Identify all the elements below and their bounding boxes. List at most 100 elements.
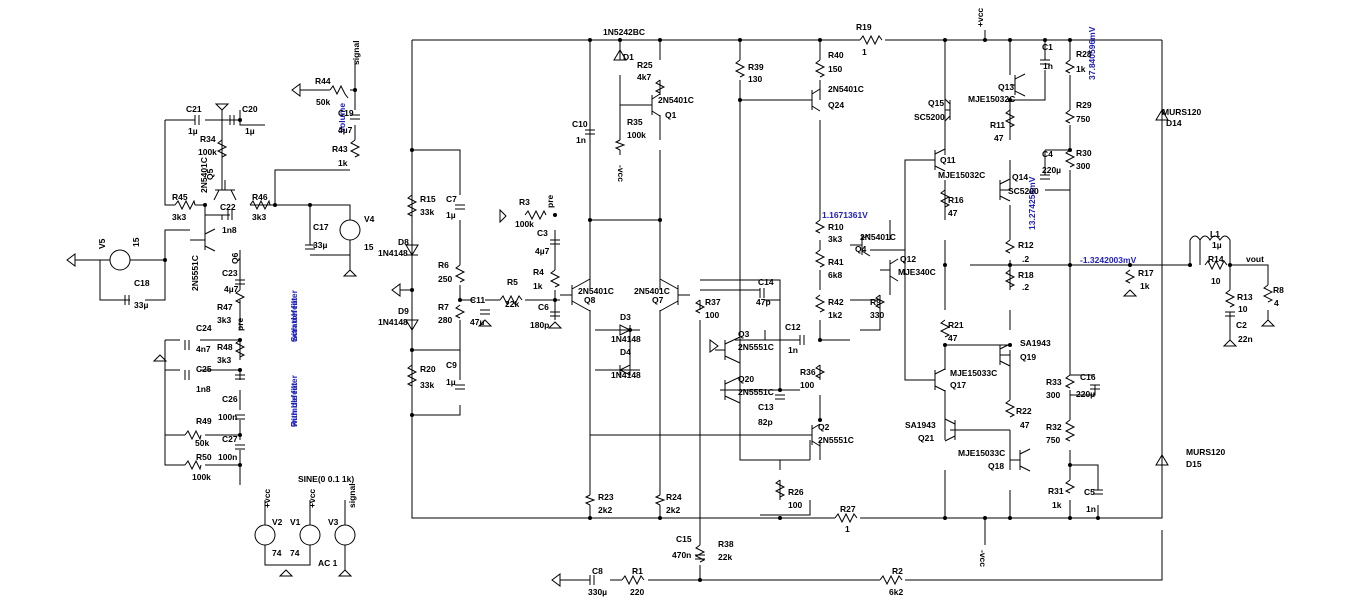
val: 1µ bbox=[1212, 240, 1222, 250]
ref: R35 bbox=[627, 117, 643, 127]
ref: SC5200 bbox=[1008, 186, 1039, 196]
ref: Q12 bbox=[900, 254, 916, 264]
ground-icon bbox=[547, 321, 563, 329]
val: 4µ7 bbox=[224, 284, 239, 294]
val: 15 bbox=[131, 237, 141, 247]
ref: R39 bbox=[748, 62, 764, 72]
val: 130 bbox=[748, 74, 762, 84]
val: 280 bbox=[438, 315, 452, 325]
ground-icon bbox=[342, 269, 358, 277]
ref: C3 bbox=[537, 228, 548, 238]
val: 1k bbox=[1076, 64, 1086, 74]
ref: C16 bbox=[1080, 372, 1096, 382]
ref: V5 bbox=[97, 238, 107, 249]
voltage-probe: 37.840596mV bbox=[1087, 26, 1097, 80]
ref: MJE340C bbox=[898, 267, 936, 277]
ground-icon bbox=[152, 354, 168, 362]
val: 6k8 bbox=[828, 270, 842, 280]
val: 180p bbox=[530, 320, 549, 330]
ground-icon bbox=[1222, 339, 1238, 347]
val: 1n8 bbox=[222, 225, 237, 235]
ref: Q7 bbox=[652, 295, 664, 305]
ref: Q11 bbox=[940, 155, 956, 165]
ref: R49 bbox=[196, 416, 212, 426]
val: 1k bbox=[533, 281, 543, 291]
val: 82p bbox=[758, 417, 773, 427]
ref: R22 bbox=[1016, 406, 1032, 416]
net-label-vee: -vcc bbox=[616, 165, 626, 182]
ref: C10 bbox=[572, 119, 588, 129]
ref: L1 bbox=[1210, 229, 1220, 239]
ref: 2N5551C bbox=[738, 342, 774, 352]
val: 3k3 bbox=[252, 212, 266, 222]
val: 22n bbox=[1238, 334, 1253, 344]
junctions bbox=[163, 38, 1232, 582]
val: 750 bbox=[1076, 114, 1090, 124]
ground-icon bbox=[214, 103, 230, 111]
ref: 2N5401C bbox=[860, 232, 896, 242]
ground-icon bbox=[278, 569, 294, 577]
val: 47 bbox=[994, 133, 1004, 143]
net-label-vcc: +vcc bbox=[262, 489, 272, 508]
val: 1n bbox=[1086, 504, 1096, 514]
val: 1N4148 bbox=[611, 334, 641, 344]
ref: R36 bbox=[800, 367, 816, 377]
ref: Q2 bbox=[818, 422, 830, 432]
val: AC 1 bbox=[318, 558, 338, 568]
ref: C19 bbox=[338, 108, 354, 118]
ref: R44 bbox=[315, 76, 331, 86]
voltage-probe: 1.1671361V bbox=[822, 210, 868, 220]
ref: C23 bbox=[222, 268, 238, 278]
val: 10 bbox=[1238, 304, 1248, 314]
net-label-signal: signal bbox=[347, 483, 357, 508]
ref: C26 bbox=[222, 394, 238, 404]
ref: 2N5401C bbox=[658, 95, 694, 105]
ref: V2 bbox=[272, 517, 283, 527]
val: 47p bbox=[756, 297, 771, 307]
voltage-probe: 13.274258mV bbox=[1027, 176, 1037, 230]
ref: R11 bbox=[990, 120, 1005, 130]
rumble-note: with defeat bbox=[289, 382, 299, 428]
capacitor-symbols bbox=[124, 59, 1235, 585]
ref: R47 bbox=[217, 302, 233, 312]
net-label-pre: pre bbox=[545, 195, 555, 209]
ref: 2N5401C bbox=[828, 84, 864, 94]
val: 300 bbox=[1046, 390, 1060, 400]
val: 1µ bbox=[245, 126, 255, 136]
val: 470n bbox=[672, 550, 691, 560]
ref: R5 bbox=[507, 277, 518, 287]
ref: 2N5401C bbox=[634, 286, 670, 296]
val: 50k bbox=[316, 97, 330, 107]
ground-icon bbox=[1260, 319, 1276, 327]
ref: R9 bbox=[870, 297, 881, 307]
ground-symbols bbox=[66, 83, 1276, 587]
ref: Q21 bbox=[918, 433, 934, 443]
scratch-note: with defeat bbox=[289, 297, 299, 343]
ref: C11 bbox=[470, 295, 485, 305]
ref: R43 bbox=[332, 144, 348, 154]
ref: Q15 bbox=[928, 98, 944, 108]
ref: Q19 bbox=[1020, 352, 1036, 362]
ref: R4 bbox=[533, 267, 544, 277]
ref: SA1943 bbox=[1020, 338, 1051, 348]
ref: C18 bbox=[134, 278, 150, 288]
val: 100k bbox=[198, 147, 217, 157]
val: 1k bbox=[338, 158, 348, 168]
diode-symbols bbox=[405, 49, 1169, 466]
ref: MJE15033C bbox=[950, 368, 997, 378]
ref: C7 bbox=[446, 194, 457, 204]
val: 1n bbox=[576, 135, 586, 145]
ref: R37 bbox=[705, 297, 721, 307]
net-label-vcc: +vcc bbox=[307, 489, 317, 508]
val: 1n bbox=[1043, 61, 1053, 71]
ref: R31 bbox=[1048, 486, 1064, 496]
val: 10 bbox=[1211, 276, 1221, 286]
ref: C1 bbox=[1042, 42, 1053, 52]
ref: 2N5401C bbox=[199, 157, 209, 193]
val: 750 bbox=[1046, 435, 1060, 445]
net-label-pre: pre bbox=[235, 318, 245, 332]
ref: R7 bbox=[438, 302, 449, 312]
val: 22k bbox=[718, 552, 732, 562]
sine-directive: SINE(0 0.1 1k) bbox=[298, 474, 354, 484]
val: 3k3 bbox=[217, 355, 231, 365]
